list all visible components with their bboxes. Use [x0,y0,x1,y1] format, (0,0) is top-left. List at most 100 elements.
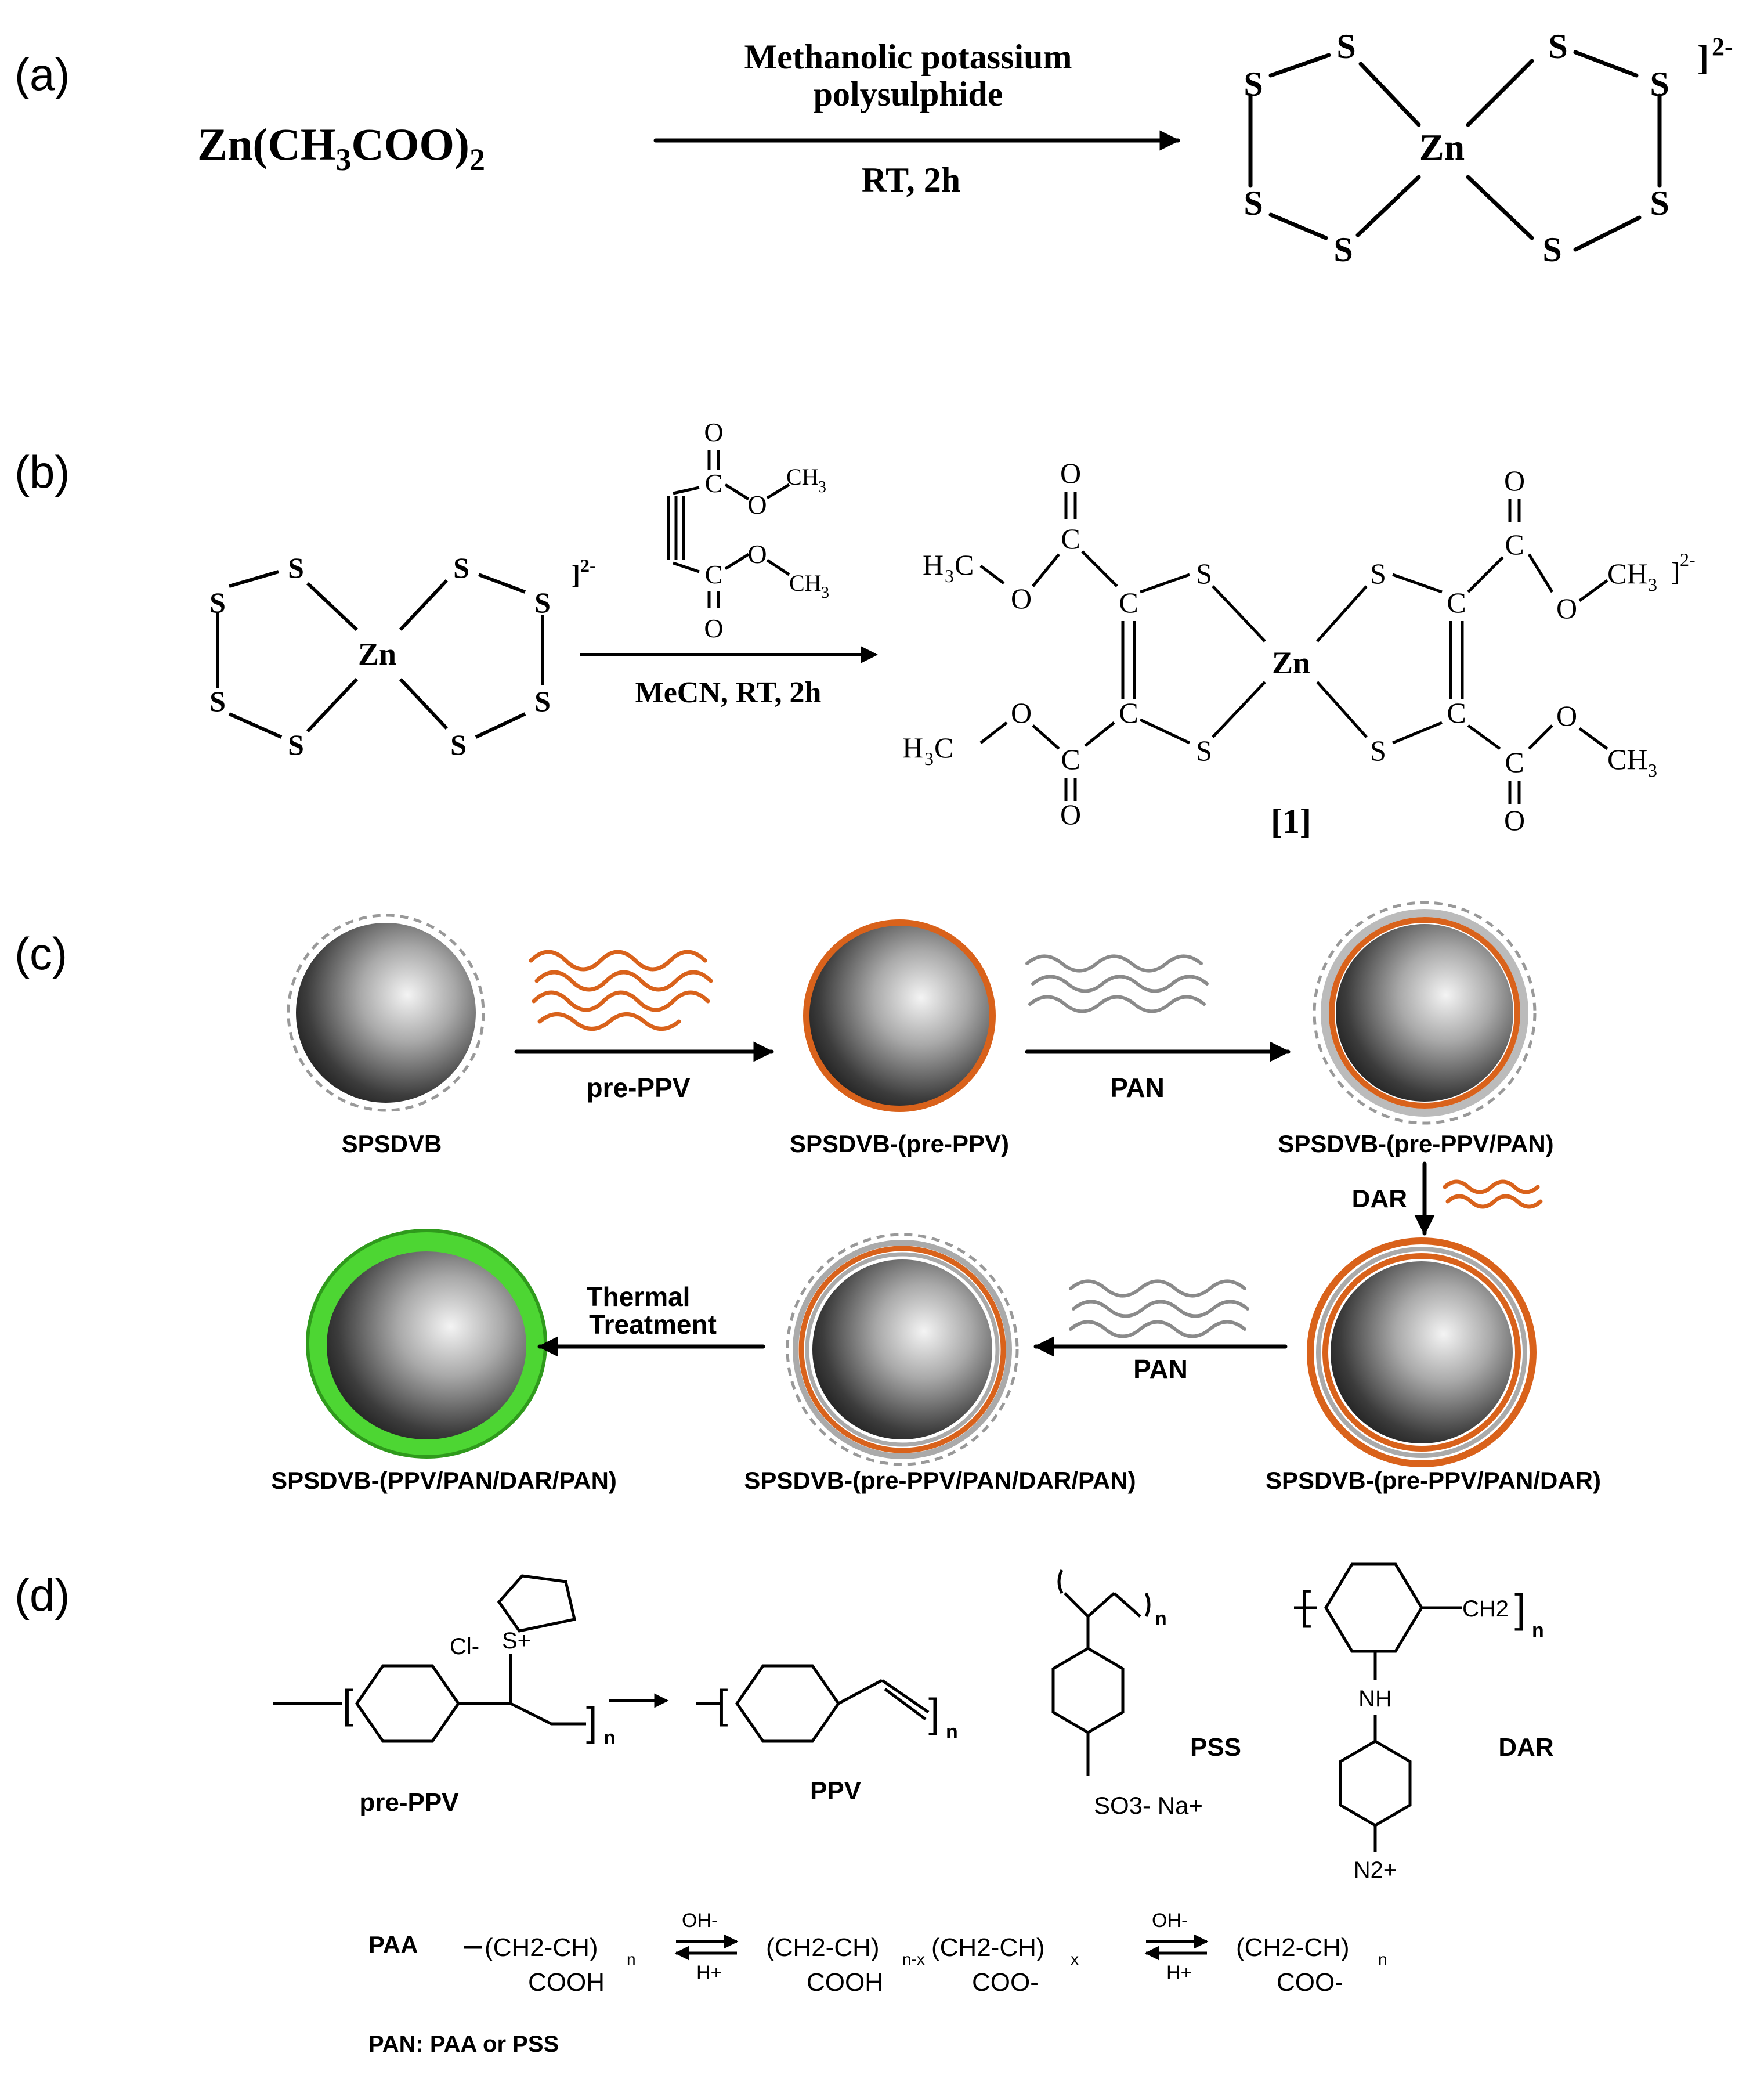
svg-text:pre-PPV: pre-PPV [359,1788,459,1817]
svg-text:3: 3 [821,584,829,602]
particle-spsdvb-preppv [803,919,996,1112]
zinc-acetate-formula: Zn(CH3COO)2 [197,119,485,177]
svg-text:S: S [1244,184,1263,222]
reagent-line1: Methanolic potassium [744,38,1072,76]
svg-text:n: n [1155,1608,1167,1630]
svg-text:SO3- Na+: SO3- Na+ [1094,1792,1203,1819]
svg-text:CH: CH [1607,557,1647,590]
svg-text:(CH2-CH): (CH2-CH) [1236,1933,1350,1962]
svg-text:H: H [902,731,923,764]
panel-d: (d) [ Cl- S+ ] n pre-PPV [ ] n [15,1562,1554,2057]
svg-text:O: O [747,490,767,519]
svg-text:S: S [1196,557,1212,590]
svg-text:S: S [1548,27,1567,66]
svg-text:O: O [1060,798,1081,831]
particle-spsdvb-preppv-pan-dar [1307,1237,1537,1467]
structure-pss: n SO3- Na+ PSS [1051,1569,1241,1819]
svg-text:S: S [1196,734,1212,767]
svg-text:OH-: OH- [682,1910,718,1932]
svg-text:S: S [1650,184,1669,222]
svg-text:[: [ [717,1681,728,1727]
svg-text:S: S [209,586,226,619]
svg-text:]: ] [928,1690,939,1735]
svg-text:S: S [1650,65,1669,103]
svg-text:3: 3 [945,565,954,586]
structure-preppv: [ Cl- S+ ] n pre-PPV [273,1574,616,1817]
svg-text:2-: 2- [1680,549,1696,570]
svg-text:N2+: N2+ [1354,1857,1397,1883]
svg-text:COO-: COO- [972,1968,1039,1997]
svg-text:[: [ [1300,1583,1311,1628]
svg-text:C: C [1447,696,1466,729]
svg-text:S: S [1370,734,1386,767]
svg-text:3: 3 [924,748,934,769]
dar-chains-icon [1443,1179,1543,1209]
step-thermal-1: Thermal [587,1282,691,1312]
svg-text:S: S [1244,65,1263,103]
svg-text:CH2: CH2 [1462,1596,1509,1622]
svg-text:Cl-: Cl- [450,1634,479,1659]
svg-text:COOH: COOH [807,1968,883,1997]
svg-text:3: 3 [1648,760,1657,781]
svg-text:C: C [1119,586,1138,619]
condition-a: RT, 2h [862,161,960,199]
svg-text:S: S [534,685,551,717]
svg-text:S: S [534,586,551,619]
svg-text:NH: NH [1358,1686,1392,1712]
svg-text:S: S [1542,230,1561,269]
svg-text:S: S [288,728,304,761]
svg-text:]: ] [586,1699,597,1744]
panel-b: (b) S S S S Zn S S S S ] 2- O [15,417,1696,840]
svg-text:x: x [1071,1950,1079,1968]
svg-text:CH: CH [1607,743,1647,775]
svg-text:Zn: Zn [1419,127,1465,168]
svg-text:C: C [1505,746,1524,778]
label-p2: SPSDVB-(pre-PPV) [790,1130,1009,1157]
svg-text:O: O [1011,582,1032,615]
panel-a: (a) Zn(CH3COO)2 Methanolic potassium pol… [15,27,1733,269]
svg-text:PPV: PPV [810,1777,862,1805]
svg-text:O: O [1504,804,1525,836]
svg-text:O: O [747,539,767,569]
svg-text:PAA: PAA [368,1931,418,1958]
svg-text:(CH2-CH): (CH2-CH) [485,1933,598,1962]
svg-text:S: S [288,551,304,584]
svg-text:H+: H+ [1166,1962,1192,1984]
svg-text:S: S [1333,230,1353,269]
svg-text:C: C [705,468,723,498]
step-pan-1: PAN [1110,1073,1165,1103]
svg-text:C: C [705,560,723,589]
particle-spsdvb [287,914,485,1112]
svg-text:S: S [1336,27,1355,66]
label-p3: SPSDVB-(pre-PPV/PAN) [1278,1130,1553,1157]
label-p4: SPSDVB-(pre-PPV/PAN/DAR) [1266,1467,1601,1494]
svg-text:n: n [1532,1619,1544,1641]
svg-text:OH-: OH- [1152,1910,1188,1932]
svg-text:Zn: Zn [1272,645,1310,680]
svg-text:n: n [603,1727,616,1749]
svg-text:n: n [1378,1950,1387,1968]
svg-text:O: O [1556,592,1577,625]
step-pan-2: PAN [1133,1354,1188,1384]
step-dar: DAR [1352,1185,1407,1213]
svg-text:3: 3 [818,478,826,496]
structure-dar: [ CH2 ] n NH N2+ DAR [1294,1562,1554,1883]
svg-text:C: C [955,548,974,581]
pan-chains-icon-1 [1025,954,1209,1013]
structure-ppv: [ ] n PPV [696,1664,958,1805]
svg-text:n: n [627,1950,636,1968]
zn-polysulfide-complex-b: S S S S Zn S S S S ] 2- [209,551,596,761]
panel-a-label: (a) [15,49,70,100]
svg-text:n-x: n-x [902,1950,925,1968]
svg-text:S: S [453,551,469,584]
svg-text:DAR: DAR [1498,1733,1553,1762]
svg-text:O: O [1504,464,1525,497]
pan-footer: PAN: PAA or PSS [368,2031,559,2057]
panel-c: (c) [15,901,1601,1494]
svg-text:O: O [704,417,723,447]
compound-label: [1] [1271,802,1311,840]
